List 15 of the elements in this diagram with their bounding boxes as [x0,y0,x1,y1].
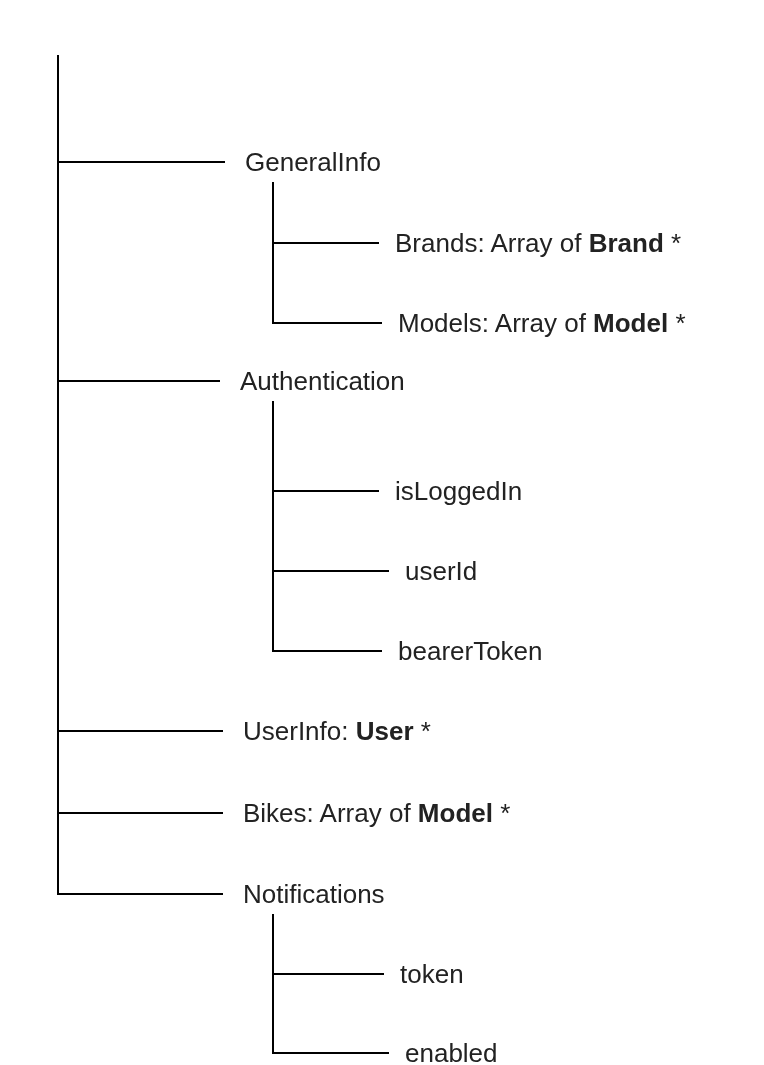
tree-node-label: bearerToken [398,635,543,667]
tree-node-label: userId [405,555,478,587]
tree-node-label: isLoggedIn [395,475,523,507]
tree-node-label: Authentication [240,365,405,397]
tree-node-label: GeneralInfo [245,146,381,178]
tree-node-label: Brands: Array of Brand* [395,227,682,259]
tree-node-label: token [400,958,464,990]
connector-line [272,913,390,1054]
tree-node-label: Models: Array of Model* [398,307,686,339]
tree-node-label: Notifications [243,878,385,910]
connector-line [272,181,383,324]
connector-line [272,400,383,652]
tree-node-label: Bikes: Array of Model* [243,797,511,829]
tree-node-label: UserInfo: User* [243,715,431,747]
tree-node-label: enabled [405,1037,498,1065]
